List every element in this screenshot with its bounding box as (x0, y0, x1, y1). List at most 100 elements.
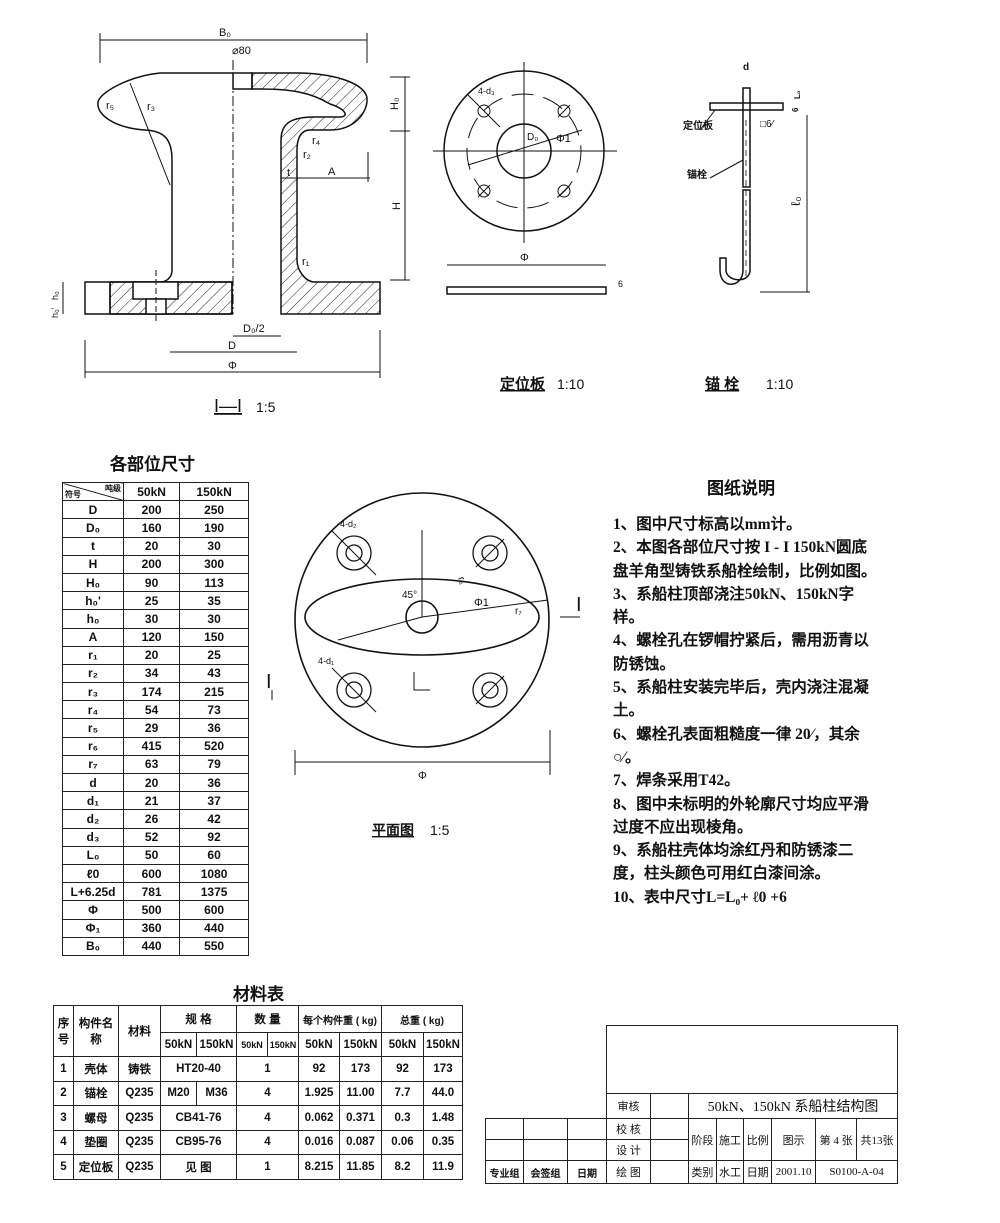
value-cell: 600 (179, 900, 249, 920)
plate-title: 定位板 (500, 375, 546, 393)
bolt-scale: 1:10 (766, 376, 793, 392)
cell-name: 锚栓 (73, 1080, 119, 1106)
cell-spec: CB95-76 (160, 1129, 237, 1155)
plate-view (433, 62, 617, 295)
value-cell: 1375 (179, 882, 249, 902)
sign-block: 专业组 会签组 日期 (485, 1118, 607, 1184)
note-item: 7、焊条采用T42。 (613, 772, 740, 790)
countersign-label: 会签组 (523, 1160, 568, 1184)
plate-scale: 1:10 (557, 376, 584, 392)
value-cell: 113 (179, 572, 249, 593)
material-table: 序号 构件名称 材料 规 格 数 量 每个构件重 ( kg) 总重 ( kg) … (53, 1005, 463, 1180)
sub-50kn: 50kN (381, 1032, 424, 1057)
value-cell: 79 (179, 754, 249, 775)
symbol-cell: r₅ (62, 718, 124, 738)
value-cell: 600 (122, 863, 181, 884)
value-cell: 60 (179, 845, 249, 865)
stage-value: 施工 (715, 1118, 745, 1161)
value-cell: 34 (122, 663, 181, 684)
scale-label: 比例 (743, 1118, 772, 1161)
value-cell: 29 (122, 718, 181, 738)
material-table-title: 材料表 (233, 985, 284, 1004)
col-name: 构件名称 (73, 1005, 119, 1057)
label-r4: r₄ (312, 135, 321, 147)
label-Phi1: Φ1 (556, 133, 571, 145)
note-item: 1、图中尺寸标高以mm计。 (613, 516, 802, 533)
value-cell: 440 (122, 936, 181, 956)
label-h0: h₀ (50, 291, 60, 300)
note-item: 9、系船柱壳体均涂红丹和防锈漆二度，柱头颜色可用红白漆间涂。 (613, 842, 854, 883)
value-cell: 160 (122, 518, 181, 538)
scale-value: 图示 (770, 1118, 817, 1161)
sign-group-label: 专业组 (485, 1160, 524, 1184)
symbol-cell: D (62, 500, 124, 520)
value-cell: 35 (179, 591, 249, 611)
cell-w150: 0.371 (339, 1105, 382, 1131)
symbol-cell: D₀ (62, 518, 124, 538)
col-total-weight: 总重 ( kg) (381, 1005, 463, 1033)
cell-material: Q235 (118, 1154, 161, 1180)
cell-no: 2 (53, 1080, 74, 1106)
category-label: 类别 (688, 1160, 717, 1184)
value-cell: 120 (122, 627, 181, 647)
label-D: D (228, 340, 236, 352)
symbol-cell: r₇ (62, 754, 124, 775)
cell-w150: 0.087 (339, 1129, 382, 1155)
cell-spec150: M36 (196, 1080, 237, 1106)
review-label: 审核 (606, 1093, 651, 1119)
value-cell: 500 (122, 900, 181, 920)
draw-sign (650, 1160, 689, 1184)
col-50kn: 50kN (122, 481, 181, 502)
label-holes: 4-d₃ (478, 86, 495, 96)
label-holes-top: 4-d₂ (340, 519, 357, 529)
value-cell: 200 (122, 500, 181, 520)
label-A: A (328, 166, 336, 178)
cell-w50: 92 (298, 1056, 340, 1082)
value-cell: 37 (179, 791, 249, 811)
col-spec: 规 格 (160, 1005, 237, 1033)
cell-qty: 4 (236, 1129, 299, 1155)
symbol-cell: r₁ (62, 645, 124, 665)
value-cell: 250 (179, 500, 249, 520)
cell-material: 铸铁 (118, 1056, 161, 1082)
note-item: 4、螺栓孔在锣帽拧紧后，需用沥青以防锈蚀。 (613, 632, 869, 673)
label-angle: 45° (402, 590, 417, 601)
plan-view (271, 492, 580, 775)
sub-150kn: 150kN (423, 1032, 463, 1057)
corner-bottom: 符号 (65, 490, 81, 500)
stage-label: 阶段 (688, 1118, 717, 1161)
label-d80: ⌀80 (232, 45, 251, 57)
notes-list: 1、图中尺寸标高以mm计。2、本图各部位尺寸按 I - I 150kN圆底盘羊角… (613, 513, 881, 909)
notes-title: 图纸说明 (707, 479, 775, 498)
cell-material: Q235 (118, 1129, 161, 1155)
cell-qty: 1 (236, 1056, 299, 1082)
date-value: 2001.10 (770, 1160, 817, 1184)
title-block: 审核 50kN、150kN 系船柱结构图 校 核 阶段 施工 比例 图示 第 4… (606, 1093, 898, 1184)
bolt-title: 锚 栓 (705, 375, 739, 393)
section-title: I—I (214, 396, 242, 416)
symbol-cell: r₆ (62, 736, 124, 756)
cell-w50: 0.016 (298, 1129, 340, 1155)
cell-w150: 173 (339, 1056, 382, 1082)
note-item: 6、螺栓孔表面粗糙度一律 20⁄，其余 ○⁄。 (613, 725, 860, 766)
value-cell: 550 (179, 936, 249, 956)
cell-t150: 11.9 (423, 1154, 463, 1180)
sign-date-label: 日期 (567, 1160, 607, 1184)
symbol-cell: d₁ (62, 791, 124, 811)
symbol-cell: H (62, 554, 124, 574)
label-d: d (743, 62, 749, 73)
cell-w150: 11.85 (339, 1154, 382, 1180)
date-label: 日期 (743, 1160, 772, 1184)
section-scale: 1:5 (256, 399, 276, 415)
cell-name: 螺母 (73, 1105, 119, 1131)
sub-150kn: 150kN (196, 1032, 237, 1057)
label-l0: ℓ₀ (788, 196, 803, 206)
cell-t150: 1.48 (423, 1105, 463, 1131)
